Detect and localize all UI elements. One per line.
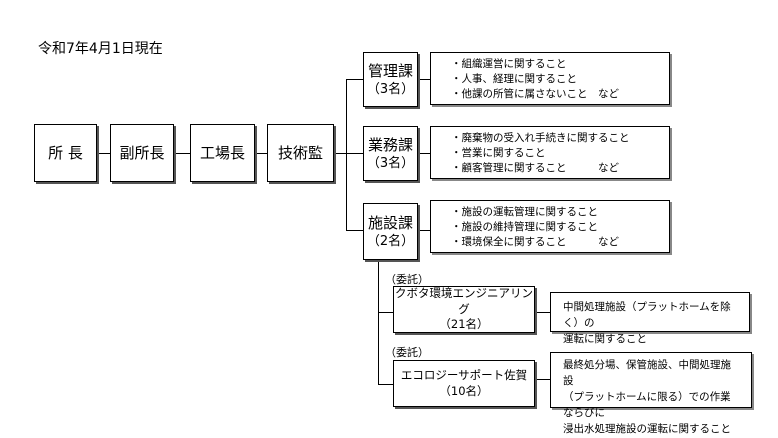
- contractor-name: クボタ環境エンジニアリング: [395, 286, 533, 316]
- contractor-box-ecology-support: エコロジーサポート佐賀 （10名）: [393, 360, 535, 407]
- duty-item: 運転に関すること: [563, 333, 647, 345]
- section-name: 管理課: [367, 61, 413, 80]
- technical-supervisor-box: 技術監: [267, 124, 334, 182]
- duty-item: ・人事、経理に関すること: [451, 73, 577, 85]
- connector-line: [174, 153, 190, 154]
- section-name: 施設課: [367, 213, 413, 232]
- section-name: 業務課: [367, 135, 413, 154]
- duty-suffix: など: [598, 162, 619, 174]
- technical-supervisor-label: 技術監: [277, 143, 323, 162]
- connector-line: [97, 153, 110, 154]
- connector-line: [378, 384, 393, 385]
- duty-item: 浸出水処理施設の運転に関すること: [563, 423, 731, 435]
- duty-item: ・施設の維持管理に関すること: [451, 221, 598, 233]
- duty-item: ・営業に関すること: [451, 147, 546, 159]
- contractor-duties-kubota: 中間処理施設（プラットホームを除く）の 運転に関すること: [550, 292, 750, 345]
- connector-line: [346, 153, 363, 154]
- section-box-facilities: 施設課 （2名）: [363, 203, 418, 260]
- plant-manager-label: 工場長: [199, 143, 245, 162]
- plant-manager-box: 工場長: [190, 124, 255, 182]
- duty-item: 最終処分場、保管施設、中間処理施設: [563, 359, 731, 387]
- connector-line: [418, 230, 430, 231]
- connector-line: [255, 153, 267, 154]
- deputy-director-box: 副所長: [110, 124, 174, 182]
- contract-tag: （委託）: [385, 273, 429, 286]
- duty-suffix: など: [598, 88, 619, 100]
- contractor-duties-ecology-support: 最終処分場、保管施設、中間処理施設 （プラットホームに限る）での作業ならびに 浸…: [550, 352, 752, 435]
- duty-item: （プラットホームに限る）での作業ならびに: [563, 391, 731, 419]
- duty-item: ・廃棄物の受入れ手続きに関すること: [451, 132, 630, 144]
- duties-box-facilities: ・施設の運転管理に関すること ・施設の維持管理に関すること ・環境保全に関するこ…: [430, 200, 670, 253]
- connector-line: [535, 312, 550, 313]
- section-count: （3名）: [366, 155, 415, 171]
- section-box-operations: 業務課 （3名）: [363, 126, 418, 181]
- duty-item: 中間処理施設（プラットホームを除く）の: [563, 301, 731, 329]
- duties-box-management: ・組織運営に関すること ・人事、経理に関すること ・他課の所管に属さないことなど: [430, 52, 670, 105]
- duty-item: ・組織運営に関すること: [451, 58, 567, 70]
- section-count: （3名）: [366, 81, 415, 97]
- contract-tag: （委託）: [385, 346, 429, 359]
- director-label: 所 長: [48, 143, 83, 162]
- connector-line: [378, 312, 393, 313]
- director-box: 所 長: [34, 124, 97, 182]
- connector-line: [535, 379, 550, 380]
- connector-line: [346, 79, 347, 231]
- section-box-management: 管理課 （3名）: [363, 52, 418, 107]
- duty-item: ・顧客管理に関することなど: [451, 162, 619, 174]
- contractor-name: エコロジーサポート佐賀: [400, 367, 528, 382]
- duties-box-operations: ・廃棄物の受入れ手続きに関すること ・営業に関すること ・顧客管理に関することな…: [430, 126, 670, 179]
- connector-line: [418, 79, 430, 80]
- contractor-box-kubota: クボタ環境エンジニアリング （21名）: [393, 286, 535, 333]
- duty-item: ・他課の所管に属さないことなど: [451, 88, 619, 100]
- connector-line: [334, 153, 346, 154]
- connector-line: [346, 230, 363, 231]
- deputy-director-label: 副所長: [119, 143, 165, 162]
- connector-line: [346, 79, 363, 80]
- duty-item: ・環境保全に関することなど: [451, 236, 619, 248]
- date-label: 令和7年4月1日現在: [38, 41, 163, 57]
- contractor-count: （21名）: [439, 317, 489, 332]
- duty-suffix: など: [598, 236, 619, 248]
- contractor-count: （10名）: [439, 383, 489, 398]
- connector-line: [418, 153, 430, 154]
- connector-line: [378, 260, 379, 384]
- duty-item: ・施設の運転管理に関すること: [451, 206, 598, 218]
- section-count: （2名）: [366, 233, 415, 249]
